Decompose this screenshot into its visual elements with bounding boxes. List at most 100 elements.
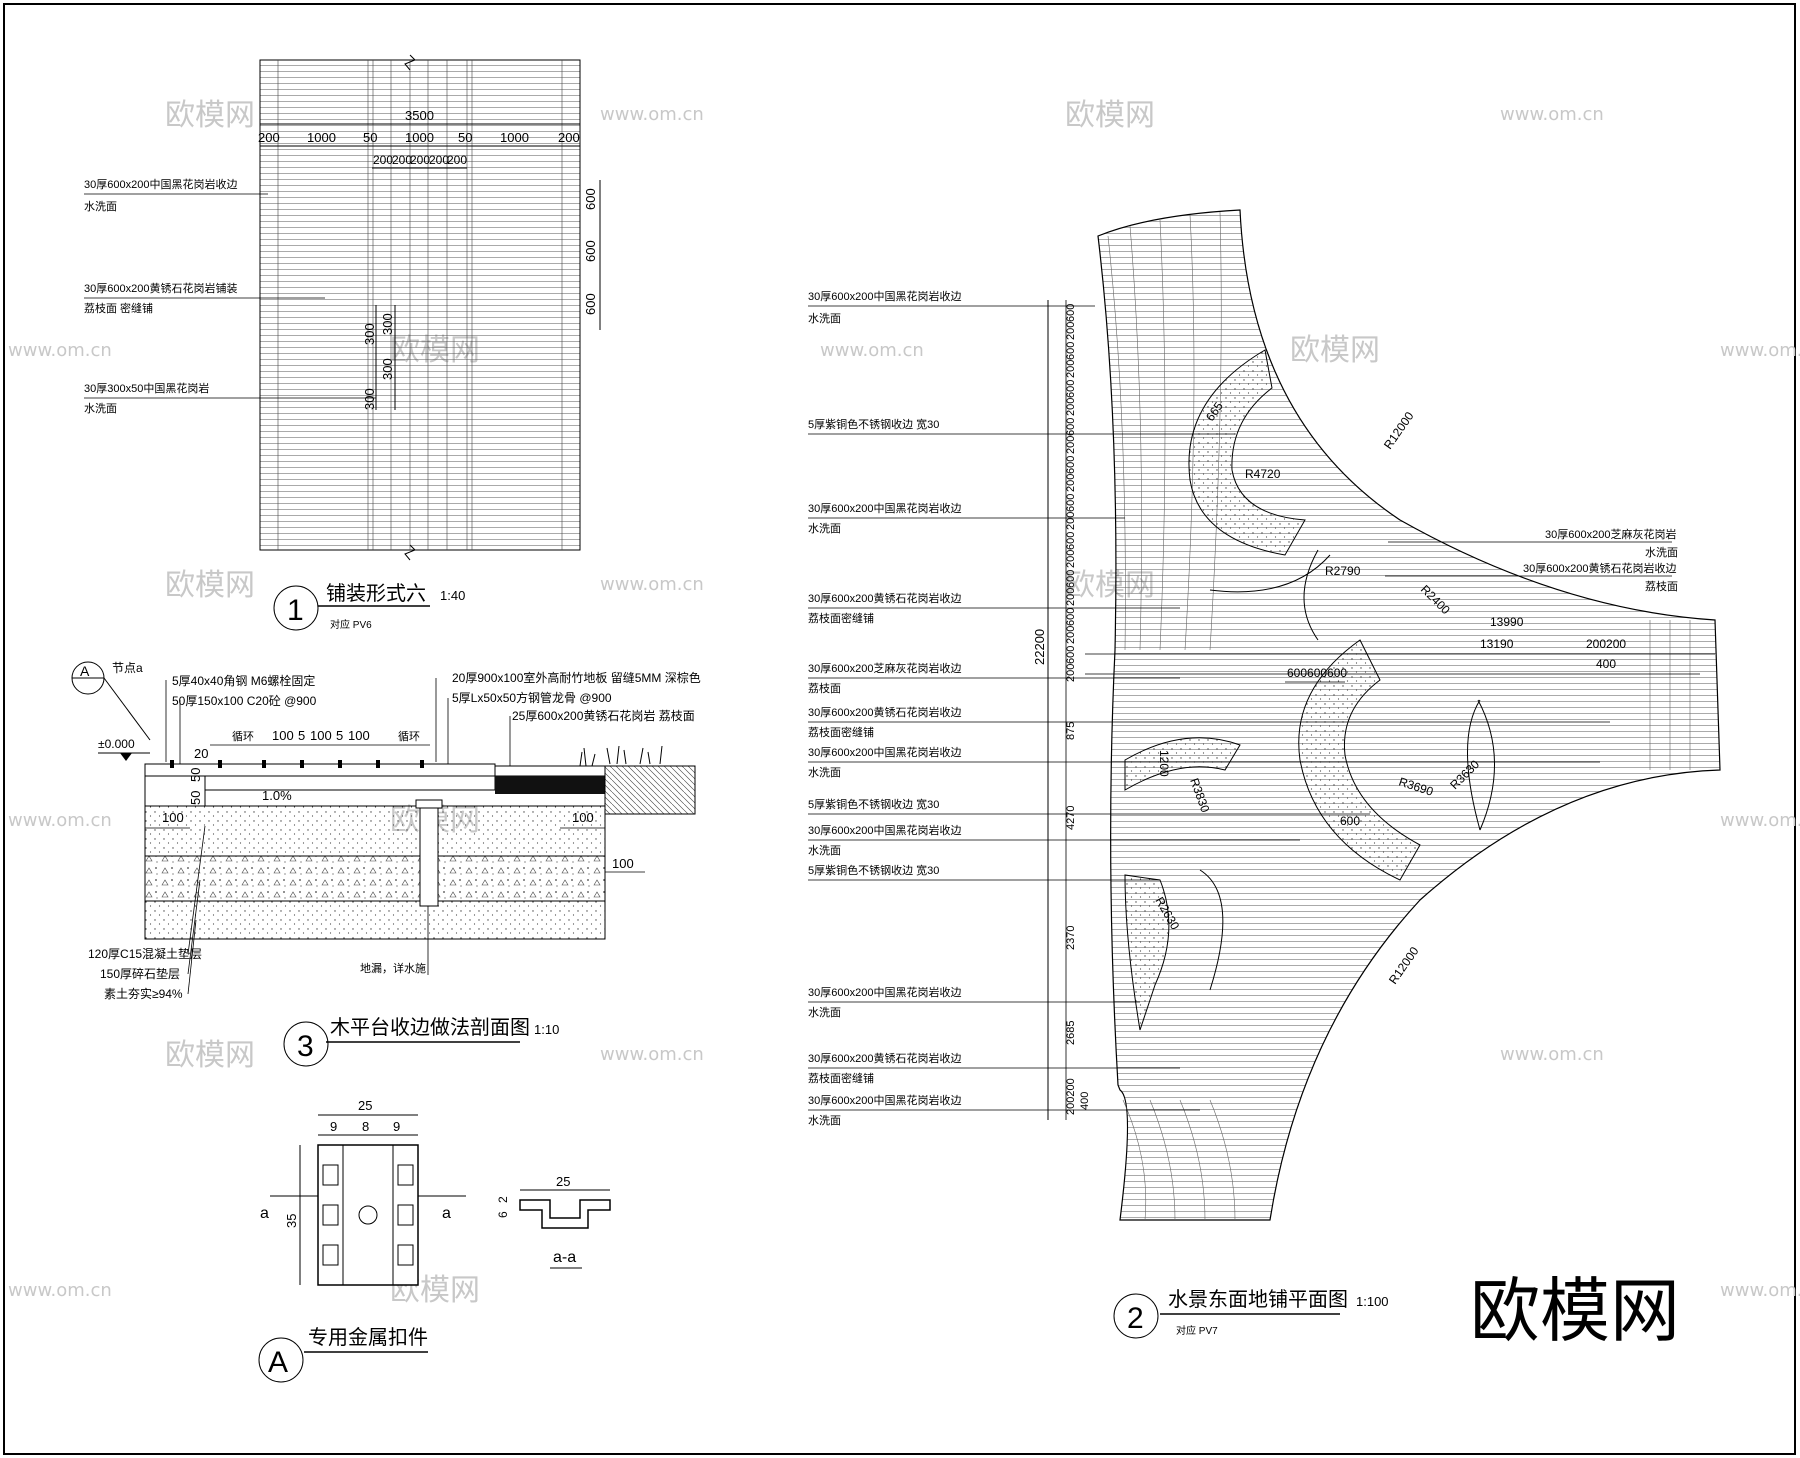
section-mark: a: [260, 1205, 269, 1222]
dim-center: 200: [410, 153, 430, 167]
drawing-ref: 对应 PV7: [1176, 1324, 1218, 1337]
watermark-url: www.om.cn: [1720, 340, 1800, 361]
dim-label: 8: [362, 1119, 369, 1134]
watermark-url: www.om.cn: [820, 340, 924, 361]
overall-dim: 22200: [1032, 629, 1047, 665]
watermark-brand: 欧模网: [165, 1038, 255, 1073]
material-label-finish: 荔枝面: [1645, 579, 1678, 593]
material-label: 30厚300x50中国黑花岗岩: [84, 381, 209, 395]
dim-right: 600: [583, 240, 598, 262]
dim-label: 9: [330, 1119, 337, 1134]
dim-top: 50: [458, 130, 472, 145]
watermark-brand: 欧模网: [1290, 333, 1380, 368]
dim-top: 200: [258, 130, 280, 145]
drain-label: 地漏，详水施: [360, 961, 426, 975]
dim-vertical: 300: [362, 388, 377, 410]
sheet-frame: [3, 3, 1796, 1455]
drawing-title: 铺装形式六: [326, 582, 426, 605]
dim-top: 1000: [405, 130, 434, 145]
material-label: 30厚600x200芝麻灰花岗岩收边: [808, 661, 961, 675]
section-label: 50厚150x100 C20砼 @900: [172, 694, 317, 708]
material-label: 30厚600x200黄锈石花岗岩收边: [808, 1051, 961, 1065]
watermark-url: www.om.cn: [8, 810, 112, 831]
dim-label: 875: [1065, 722, 1077, 740]
dim-top: 1000: [307, 130, 336, 145]
dim-label: 600: [1065, 532, 1077, 550]
layer-label: 150厚碎石垫层: [100, 966, 180, 981]
drawing-3-section: A 节点a 5厚40x40角钢 M6螺栓固定 50厚150x100 C20砼 @…: [71, 661, 701, 1067]
watermark-url: www.om.cn: [1720, 1280, 1800, 1301]
dim-label: 200: [1065, 664, 1077, 682]
drawing-title: 专用金属扣件: [308, 1326, 428, 1349]
material-label-finish: 荔枝面密缝铺: [808, 1071, 874, 1085]
material-label: 5厚紫铜色不锈钢收边 宽30: [808, 417, 939, 431]
dim-top: 200: [558, 130, 580, 145]
dim-label: 600600600: [1287, 666, 1347, 680]
dim-label: 200: [1065, 436, 1077, 454]
dim-center: 200: [429, 153, 449, 167]
dim-label: 50: [188, 768, 203, 782]
dim-label: 600: [1065, 646, 1077, 664]
material-label-finish: 荔枝面密缝铺: [808, 611, 874, 625]
dim-label: 50: [188, 791, 203, 805]
material-label-finish: 荔枝面密缝铺: [808, 725, 874, 739]
material-label: 30厚600x200中国黑花岗岩收边: [84, 177, 237, 191]
drawing-title: 水景东面地铺平面图: [1168, 1288, 1348, 1311]
material-label-finish: 荔枝面: [808, 681, 841, 695]
radius-label: R4720: [1245, 467, 1281, 481]
dim-center: 200: [447, 153, 467, 167]
material-label: 30厚600x200中国黑花岗岩收边: [808, 823, 961, 837]
material-label: 30厚600x200黄锈石花岗岩收边: [808, 591, 961, 605]
material-label: 30厚600x200黄锈石花岗岩铺装: [84, 281, 237, 295]
dim-label: 25: [358, 1098, 372, 1113]
section-title: a-a: [553, 1249, 576, 1266]
dim-center: 200: [392, 153, 412, 167]
watermark-url: www.om.cn: [1500, 1044, 1604, 1065]
dim-vertical: 300: [380, 358, 395, 380]
dim-label: 25: [556, 1174, 570, 1189]
dim-label: 200: [1065, 626, 1077, 644]
watermark-url: www.om.cn: [8, 1280, 112, 1301]
dim-label: 600: [1340, 814, 1360, 828]
dim-label: 200: [1065, 512, 1077, 530]
dim-label: 20: [194, 746, 208, 761]
node-letter: A: [80, 663, 90, 679]
dim-label: 400: [1596, 657, 1616, 671]
dim-right: 600: [583, 293, 598, 315]
dim-label: 100: [348, 728, 370, 743]
dim-label: 5: [298, 728, 305, 743]
drawing-title: 木平台收边做法剖面图: [330, 1016, 530, 1039]
dim-label: 200200: [1065, 1078, 1077, 1115]
material-label: 5厚紫铜色不锈钢收边 宽30: [808, 863, 939, 877]
material-label-finish: 水洗面: [808, 844, 841, 857]
material-label-finish: 水洗面: [808, 312, 841, 325]
drawing-number: 3: [297, 1030, 314, 1063]
material-label-finish: 荔枝面 密缝铺: [84, 301, 153, 315]
dim-label: 100: [272, 728, 294, 743]
dim-label: 13990: [1490, 615, 1524, 629]
drawing-scale: 1:100: [1356, 1294, 1389, 1309]
material-label: 30厚600x200中国黑花岗岩收边: [808, 501, 961, 515]
dim-label: 600: [1065, 342, 1077, 360]
material-label-finish: 水洗面: [1645, 546, 1678, 559]
drawing-scale: 1:40: [440, 588, 465, 603]
slope: 1.0%: [262, 788, 292, 803]
radius-label: R2790: [1325, 564, 1361, 578]
material-label-finish: 水洗面: [808, 522, 841, 535]
drawing-2-plan: 665 R4720 R2790 R2400 R3690 R3630 R3830 …: [808, 209, 1721, 1339]
material-label: 30厚600x200中国黑花岗岩收边: [808, 745, 961, 759]
dim-label: 400: [1079, 1092, 1091, 1110]
dim-label: 35: [284, 1214, 299, 1228]
dim-label: 200: [1065, 322, 1077, 340]
section-label: 20厚900x100室外高耐竹地板 留缝5MM 深棕色: [452, 670, 701, 685]
drawing-letter: A: [268, 1346, 288, 1379]
dim-vertical: 300: [380, 313, 395, 335]
layer-label: 120厚C15混凝土垫层: [88, 946, 202, 961]
dim-label: 5: [336, 728, 343, 743]
drawing-ref: 对应 PV6: [330, 618, 372, 631]
watermark-brand: 欧模网: [1065, 98, 1155, 133]
dim-label: 200: [1065, 398, 1077, 416]
dim-right: 600: [583, 188, 598, 210]
dim-label: 2370: [1065, 926, 1077, 950]
